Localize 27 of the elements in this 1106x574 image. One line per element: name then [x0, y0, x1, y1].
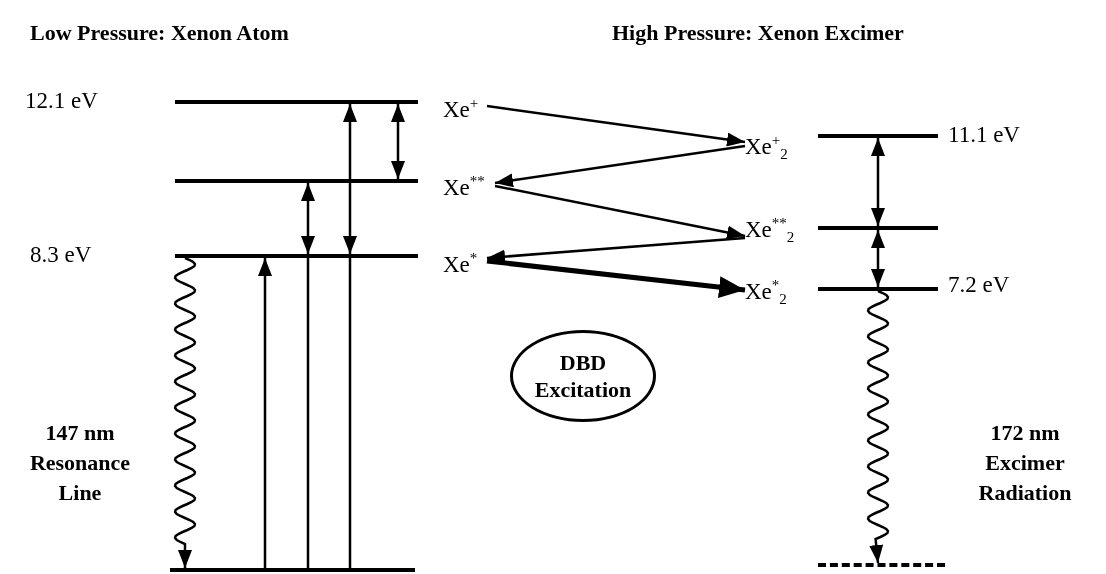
transition-arrow [486, 104, 746, 147]
transition-arrow [871, 230, 885, 287]
transition-arrow [343, 104, 357, 254]
section-heading: Low Pressure: Xenon Atom [30, 20, 289, 46]
emission-label: 147 nm Resonance Line [28, 419, 132, 507]
transition-arrow [301, 183, 315, 254]
connector-line [306, 258, 310, 568]
transition-arrow [486, 258, 746, 299]
dashed-level-line [818, 563, 945, 567]
transition-arrow [494, 144, 746, 188]
transition-arrow [391, 104, 405, 179]
emission-wave-arrow [866, 289, 890, 564]
state-label: Xe$^{+}$ [443, 88, 487, 120]
transition-arrow [258, 258, 272, 568]
state-label: Xe$^{**}$ [443, 166, 495, 198]
section-heading: High Pressure: Xenon Excimer [612, 20, 904, 46]
connector-line [348, 258, 352, 568]
transition-arrow [494, 184, 746, 240]
transition-arrow [871, 138, 885, 226]
energy-value: 7.2 eV [948, 271, 1010, 299]
state-label: Xe$^{*}$ [443, 243, 487, 275]
excitation-ellipse: DBD Excitation [510, 330, 656, 422]
emission-wave-arrow [173, 256, 197, 568]
energy-value: 12.1 eV [25, 87, 98, 115]
energy-value: 11.1 eV [948, 121, 1020, 149]
emission-label: 172 nm Excimer Radiation [977, 419, 1073, 507]
energy-value: 8.3 eV [30, 241, 92, 269]
